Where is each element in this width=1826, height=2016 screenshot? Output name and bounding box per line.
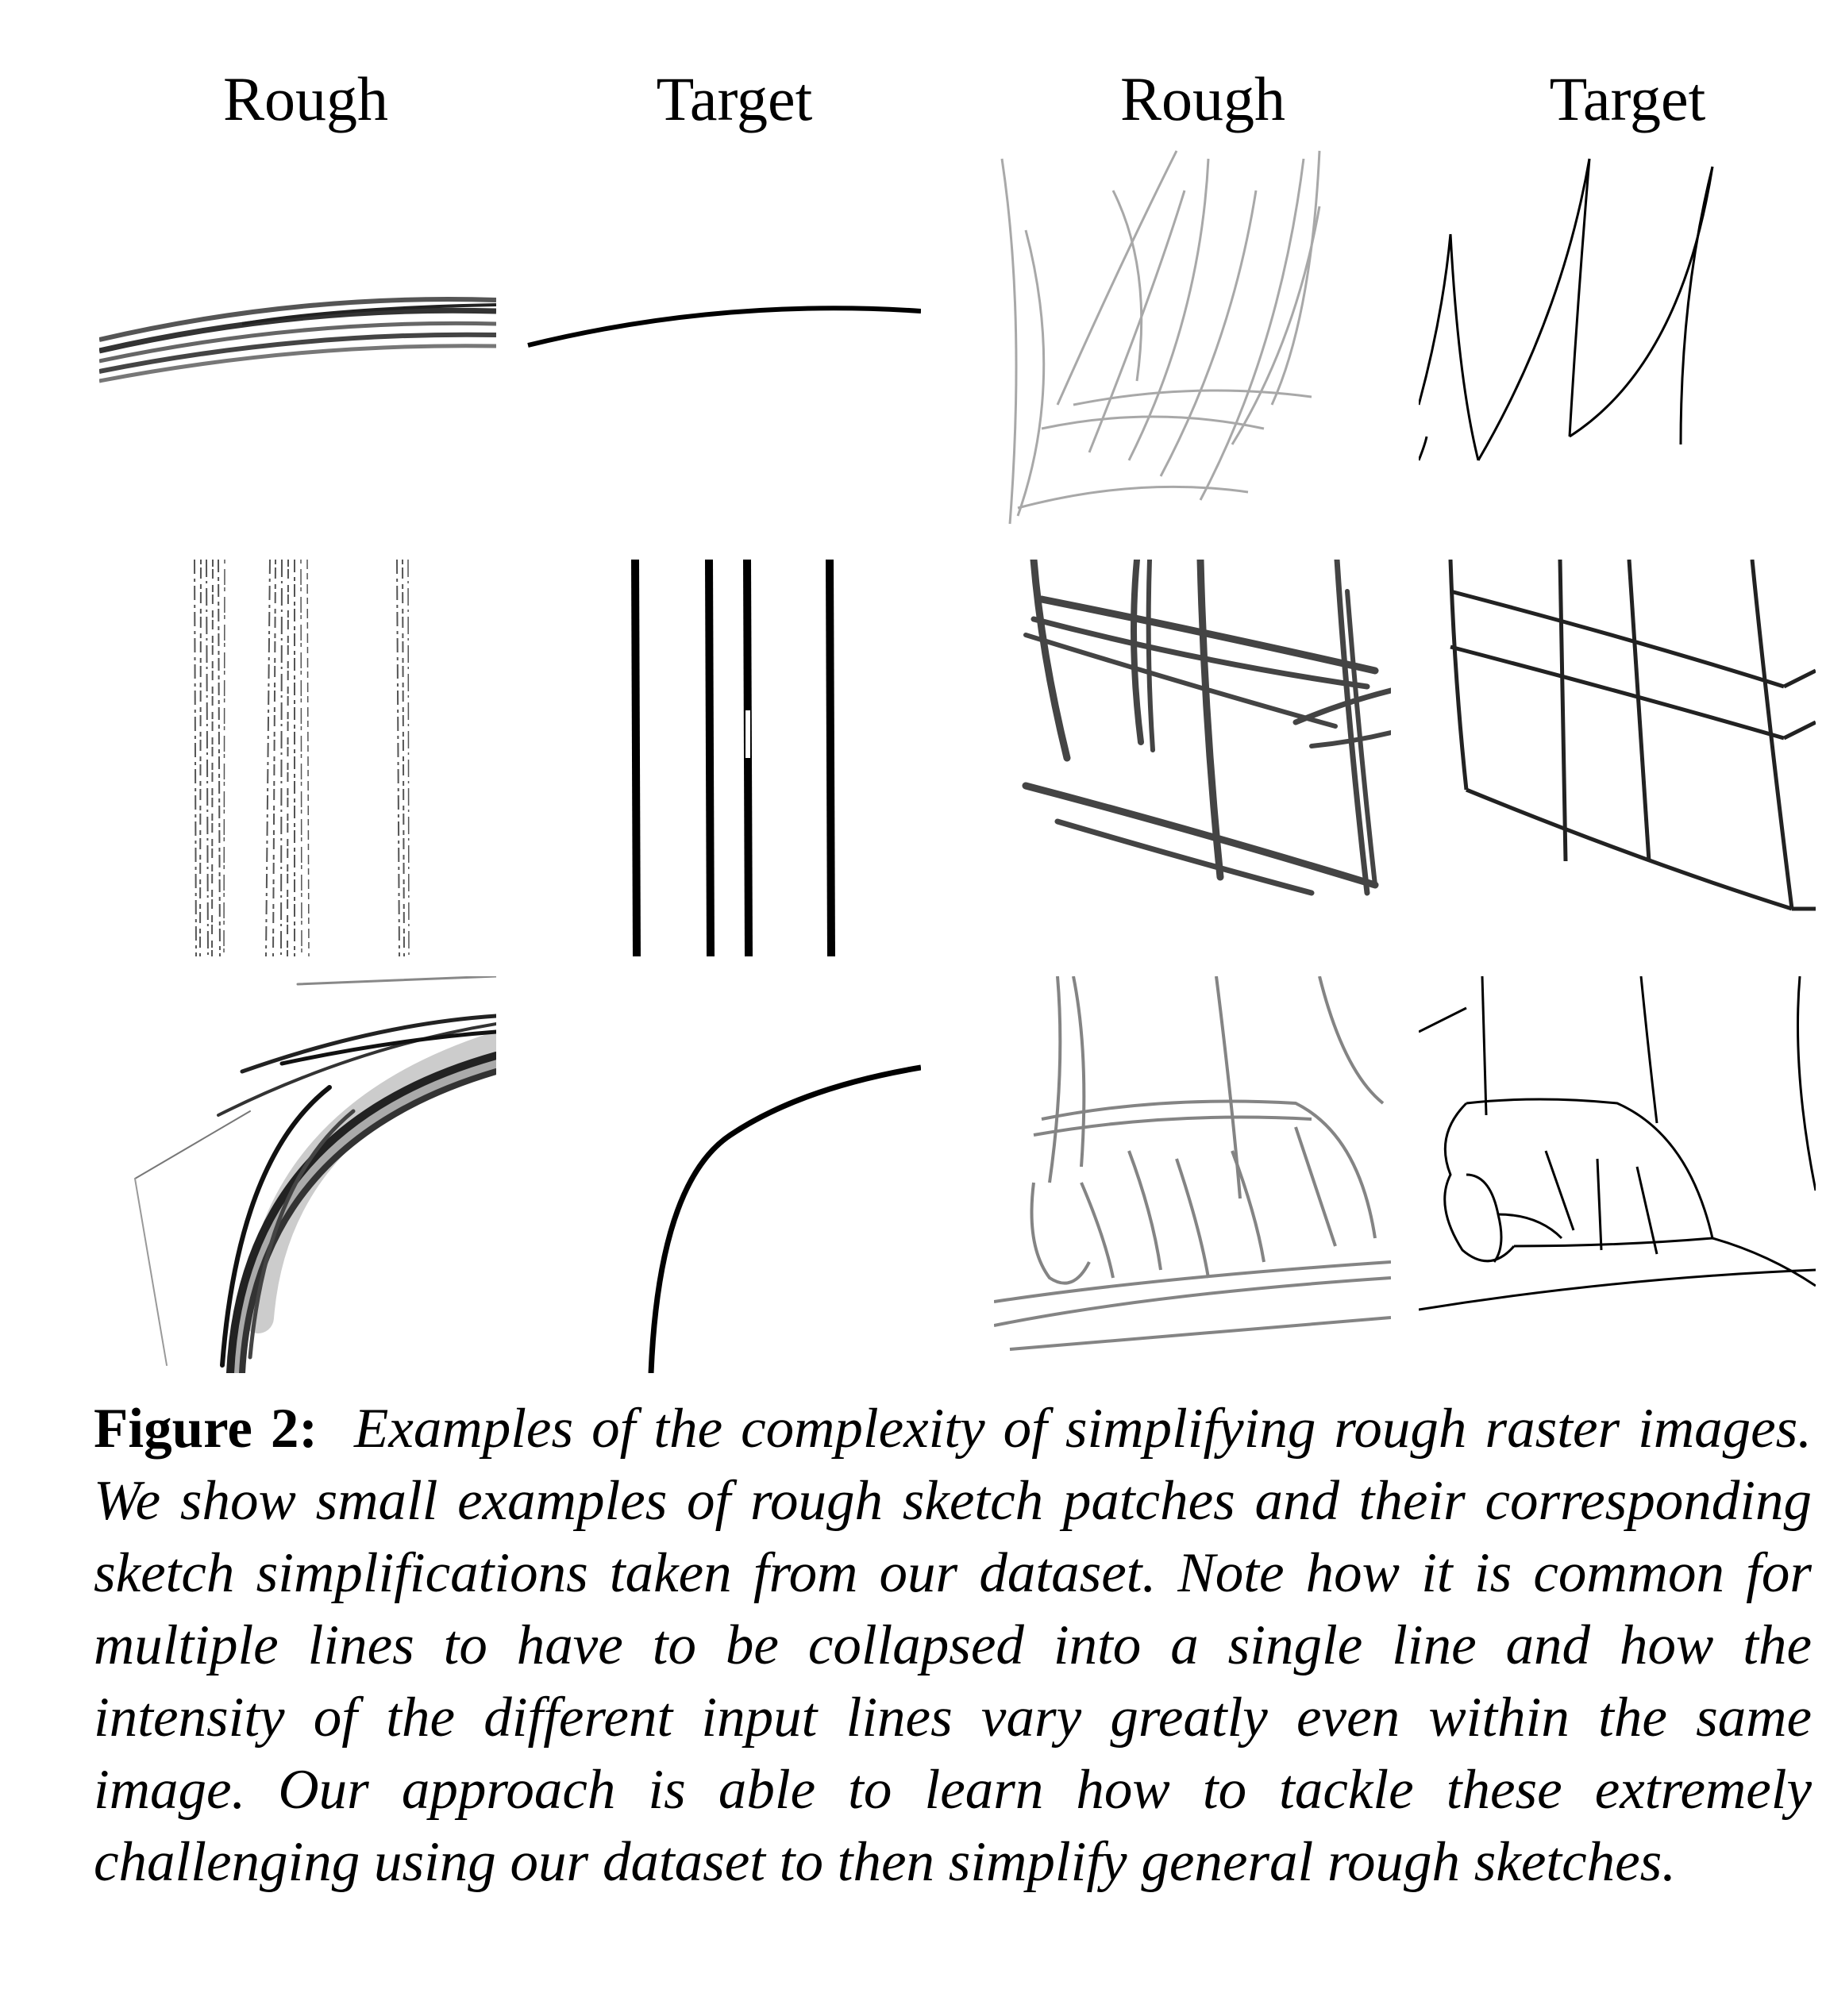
- target-patch-fist: [1419, 976, 1816, 1373]
- rough-patch-shoulder: [99, 976, 496, 1373]
- column-header-rough-1: Rough: [222, 64, 389, 133]
- rough-patch-curve: [99, 143, 496, 540]
- column-header-rough-2: Rough: [1119, 64, 1286, 133]
- target-patch-shoulder: [524, 976, 921, 1373]
- target-patch-hair: [1419, 143, 1816, 540]
- rough-patch-vertical-lines: [99, 560, 496, 956]
- rough-patch-fist: [994, 976, 1391, 1373]
- column-header-target-2: Target: [1549, 64, 1706, 133]
- rough-patch-grid: [994, 560, 1391, 956]
- target-patch-vertical-lines: [524, 560, 921, 956]
- rough-patch-hair: [994, 143, 1391, 540]
- caption-label: Figure 2:: [94, 1398, 318, 1460]
- caption-text: Examples of the complexity of simplifyin…: [94, 1398, 1812, 1893]
- figure-caption: Figure 2: Examples of the complexity of …: [94, 1393, 1812, 1899]
- figure-grid: Rough Target Rough Target: [99, 64, 1816, 1373]
- target-patch-curve: [524, 143, 921, 540]
- column-header-target-1: Target: [656, 64, 813, 133]
- target-patch-grid: [1419, 560, 1816, 956]
